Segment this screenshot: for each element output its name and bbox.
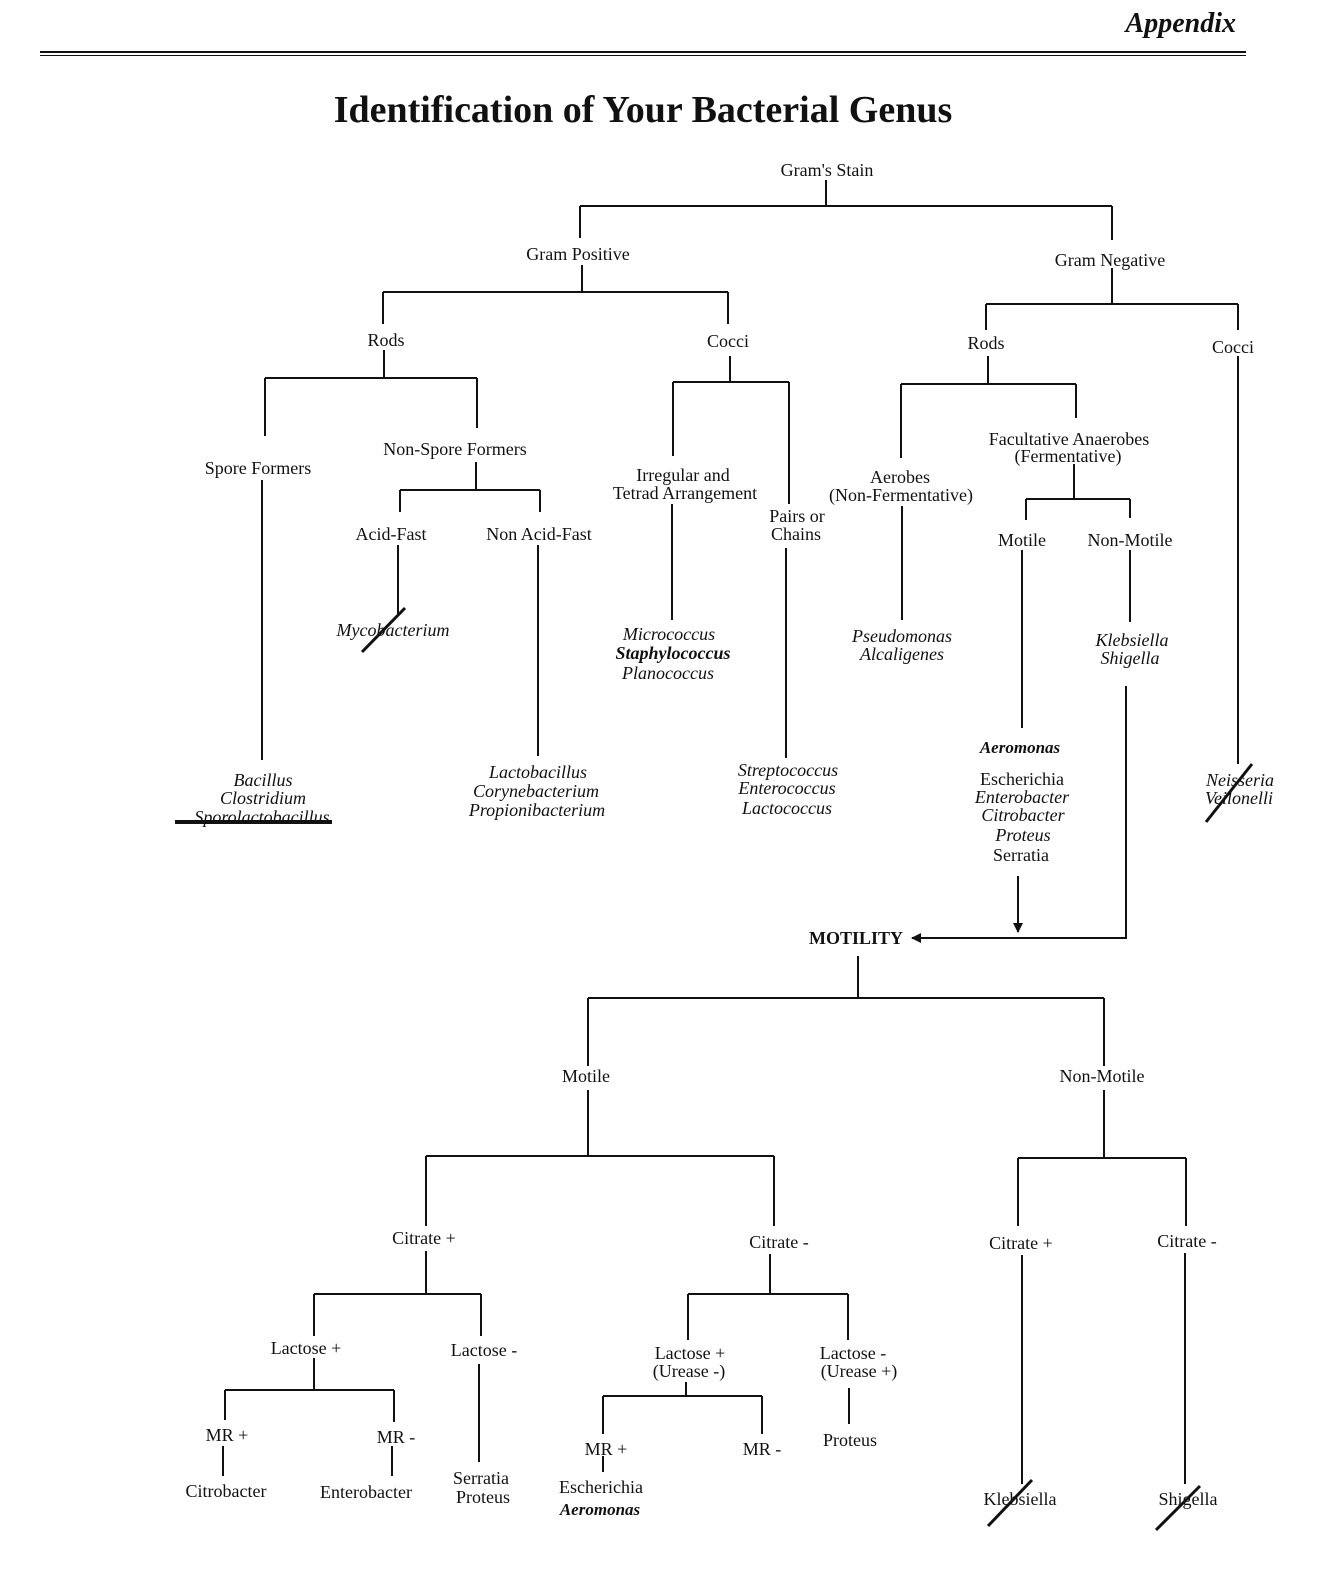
genus-enterococcus: Enterococcus	[737, 778, 835, 798]
node-gn-non-motile: Non-Motile	[1088, 530, 1173, 550]
node-gp-rods: Rods	[367, 330, 404, 350]
page-title: Identification of Your Bacterial Genus	[0, 88, 1332, 132]
node-aerobes-line2: (Non-Fermentative)	[829, 485, 973, 506]
genus-shigella: Shigella	[1101, 648, 1160, 668]
genus-citrobacter: Citrobacter	[981, 805, 1065, 825]
node-gram-positive: Gram Positive	[526, 244, 630, 264]
genus-proteus-leaf: Proteus	[456, 1487, 510, 1507]
appendix-header: Appendix	[1125, 8, 1236, 39]
node-spore-formers: Spore Formers	[205, 458, 312, 478]
node-cp-mr-neg: MR -	[377, 1427, 416, 1447]
genus-proteus: Proteus	[994, 825, 1050, 845]
node-gn-cocci: Cocci	[1212, 337, 1254, 357]
strike-neisseria-veillonella	[1204, 763, 1254, 823]
genus-veillonella: Veilonelli	[1205, 788, 1273, 808]
genus-corynebacterium: Corynebacterium	[473, 781, 599, 801]
genus-staphylococcus: Staphylococcus	[616, 643, 731, 663]
genus-alcaligenes: Alcaligenes	[859, 644, 944, 664]
node-pairs-chains-line2: Chains	[771, 524, 821, 544]
node-non-acid-fast: Non Acid-Fast	[486, 524, 592, 544]
header-rule-thin	[40, 55, 1246, 56]
genus-escherichia-leaf: Escherichia	[559, 1477, 643, 1497]
strike-shigella	[1154, 1484, 1202, 1532]
node-m-citrate-neg: Citrate -	[749, 1232, 808, 1252]
node-nm-citrate-neg: Citrate -	[1157, 1231, 1216, 1251]
genus-escherichia: Escherichia	[980, 769, 1064, 789]
node-m-non-motile: Non-Motile	[1060, 1066, 1145, 1086]
node-irregular-tetrad-line2: Tetrad Arrangement	[613, 483, 757, 503]
genus-micrococcus: Micrococcus	[622, 624, 715, 644]
genus-citrobacter-leaf: Citrobacter	[186, 1481, 267, 1501]
node-cn-lactose-neg-line1: Lactose -	[820, 1343, 886, 1363]
node-cn-mr-pos: MR +	[585, 1439, 628, 1459]
node-irregular-tetrad-line1: Irregular and	[636, 465, 729, 485]
genus-serratia: Serratia	[993, 845, 1049, 865]
genus-lactococcus: Lactococcus	[741, 798, 832, 818]
page-title-text: Identification of Your Bacterial Genus	[333, 89, 953, 131]
genus-klebsiella-leaf: Klebsiella	[984, 1489, 1057, 1509]
node-gn-motile: Motile	[998, 530, 1046, 550]
genus-enterobacter: Enterobacter	[974, 787, 1070, 807]
node-grams-stain: Gram's Stain	[781, 160, 874, 180]
node-pairs-chains-line1: Pairs or	[769, 506, 825, 526]
genus-serratia-leaf: Serratia	[453, 1468, 509, 1488]
node-cn-lactose-pos-line1: Lactose +	[655, 1343, 726, 1363]
header-rule	[40, 51, 1246, 53]
node-facultative-line1: Facultative Anaerobes	[989, 429, 1149, 449]
genus-pseudomonas: Pseudomonas	[851, 626, 952, 646]
node-acid-fast: Acid-Fast	[356, 524, 427, 544]
genus-lactobacillus: Lactobacillus	[488, 762, 587, 782]
genus-planococcus: Planococcus	[621, 663, 714, 683]
genus-bacillus: Bacillus	[234, 770, 293, 790]
node-facultative-line2: (Fermentative)	[1015, 446, 1122, 467]
node-m-motile: Motile	[562, 1066, 610, 1086]
node-non-spore-formers: Non-Spore Formers	[383, 439, 526, 459]
genus-streptococcus: Streptococcus	[738, 760, 838, 780]
node-cp-lactose-pos: Lactose +	[271, 1338, 342, 1358]
strike-mycobacterium	[360, 606, 407, 654]
node-cp-lactose-neg: Lactose -	[451, 1340, 517, 1360]
node-cn-lactose-neg-line2: (Urease +)	[821, 1361, 898, 1382]
strike-klebsiella	[986, 1478, 1034, 1528]
node-gram-negative: Gram Negative	[1055, 250, 1165, 270]
node-cn-lactose-pos-line2: (Urease -)	[653, 1361, 725, 1382]
node-nm-citrate-pos: Citrate +	[989, 1233, 1053, 1253]
genus-mycobacterium: Mycobacterium	[336, 620, 450, 640]
genus-propionibacterium: Propionibacterium	[468, 800, 605, 820]
node-gp-cocci: Cocci	[707, 331, 749, 351]
node-m-citrate-pos: Citrate +	[392, 1228, 456, 1248]
genus-aeromonas-leaf: Aeromonas	[559, 1500, 641, 1519]
genus-klebsiella: Klebsiella	[1095, 630, 1169, 650]
node-cn-mr-neg: MR -	[743, 1439, 782, 1459]
node-aerobes-line1: Aerobes	[870, 467, 930, 487]
node-gn-rods: Rods	[967, 333, 1004, 353]
node-motility: MOTILITY	[809, 928, 903, 948]
node-cp-mr-pos: MR +	[206, 1425, 249, 1445]
genus-aeromonas: Aeromonas	[979, 738, 1061, 757]
connector-lines	[222, 180, 1239, 1484]
genus-enterobacter-leaf: Enterobacter	[320, 1482, 412, 1502]
genus-proteus-urease: Proteus	[823, 1430, 877, 1450]
genus-clostridium: Clostridium	[220, 788, 306, 808]
